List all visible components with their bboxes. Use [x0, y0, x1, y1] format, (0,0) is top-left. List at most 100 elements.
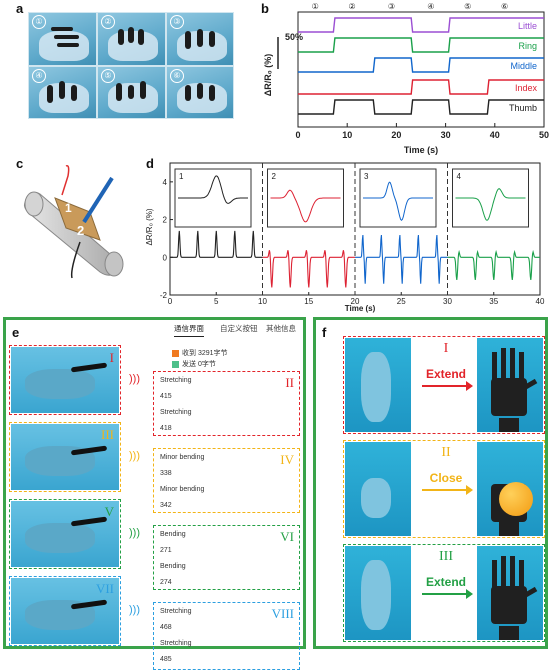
inset-trace-2: [270, 189, 341, 223]
roman-numeral: VI: [280, 529, 294, 544]
red-wire: [61, 164, 70, 196]
tab-custom-buttons[interactable]: 自定义按钮: [220, 324, 258, 333]
roman-numeral: II: [441, 445, 451, 460]
glove-photo: [11, 501, 119, 567]
tile-number: ⑥: [170, 69, 184, 83]
series-line-ring: [298, 37, 544, 53]
message-line: Stretching: [160, 377, 192, 384]
robot-hand-photo: [477, 338, 543, 432]
b-y-axis-label: ΔR/R₀ (%): [263, 54, 273, 97]
inset-trace-1: [178, 175, 248, 204]
b-x-axis-label: Time (s): [404, 145, 438, 155]
step-marker: ⑤: [464, 2, 471, 11]
panel-f: I Extend II Close: [313, 317, 548, 649]
series-label-thumb: Thumb: [509, 103, 537, 113]
series-line-middle: [298, 57, 544, 73]
series-label-middle: Middle: [510, 61, 537, 71]
panel-e: 通信界面 自定义按钮 其他信息 收到 3291字节 发送 0字节 I)))Str…: [3, 317, 306, 670]
panel-label-c: c: [16, 156, 24, 171]
message-line: 274: [160, 579, 172, 586]
message-line: Stretching: [160, 409, 192, 416]
y-tick-label: 2: [163, 216, 168, 225]
action-label: Close: [429, 471, 463, 485]
roman-numeral: V: [104, 504, 114, 519]
photo-tile-1: ①: [29, 13, 96, 65]
x-tick-label: 40: [490, 130, 500, 140]
arrow-right-icon: [466, 589, 473, 599]
tile-number: ③: [170, 15, 184, 29]
robot-hand-photo: [477, 546, 543, 640]
x-tick-label: 0: [295, 130, 300, 140]
roman-numeral: VIII: [271, 606, 294, 621]
glove-photo: [345, 546, 411, 640]
label-1: 1: [65, 201, 72, 215]
arrow-shaft: [422, 385, 468, 387]
message-line: 271: [160, 547, 172, 554]
plot-frame: [297, 11, 545, 128]
series-label-ring: Ring: [518, 41, 537, 51]
glove-photo: [11, 347, 119, 413]
roman-numeral: II: [285, 375, 294, 390]
inset-label: 4: [457, 172, 462, 181]
panel-label-e: e: [12, 325, 20, 340]
control-row-2: II Close: [343, 440, 545, 538]
glove-photo: [11, 578, 119, 644]
signal-trace-3: [355, 234, 448, 284]
tile-number: ①: [32, 15, 46, 29]
arrow-shaft: [422, 489, 468, 491]
photo-tile-6: ⑥: [167, 67, 233, 118]
wireless-signal-icon: ))): [129, 373, 140, 385]
x-tick-label: 20: [351, 297, 360, 306]
message-line: 485: [160, 656, 172, 663]
step-marker: ④: [427, 2, 434, 11]
panel-label-a: a: [16, 1, 24, 16]
message-line: 338: [160, 470, 172, 477]
tile-number: ④: [32, 69, 46, 83]
rx-counter: 收到 3291字节: [172, 348, 228, 358]
robot-hand-photo: [477, 442, 543, 536]
step-marker: ②: [349, 2, 356, 11]
panel-label-d: d: [146, 156, 154, 171]
wireless-signal-icon: ))): [129, 527, 140, 539]
roman-numeral: I: [109, 350, 114, 365]
x-tick-label: 30: [441, 130, 451, 140]
tile-number: ⑤: [101, 69, 115, 83]
step-marker: ①: [312, 2, 319, 11]
tile-number: ②: [101, 15, 115, 29]
x-tick-label: 35: [489, 297, 498, 306]
action-label: Extend: [425, 367, 466, 381]
inset-trace-3: [363, 181, 433, 222]
message-line: 342: [160, 502, 172, 509]
wireless-signal-icon: ))): [129, 450, 140, 462]
roman-numeral: I: [443, 341, 449, 356]
d-y-axis-label: ΔR/R₀ (%): [145, 208, 154, 245]
d-x-axis-label: Time (s): [345, 304, 376, 313]
panel-label-f: f: [322, 325, 327, 340]
panel-c-illustration: 1 2: [24, 164, 124, 279]
gesture-photo-3: V: [9, 499, 121, 569]
message-line: 468: [160, 624, 172, 631]
message-line: Stretching: [160, 608, 192, 615]
gesture-photo-2: III: [9, 422, 121, 492]
panel-a-photo-grid: ① ② ③ ④ ⑤ ⑥: [28, 12, 234, 119]
action-label: Extend: [425, 575, 466, 589]
photo-tile-5: ⑤: [98, 67, 165, 118]
tab-communication[interactable]: 通信界面: [174, 323, 204, 337]
arrow-right-icon: [466, 381, 473, 391]
x-tick-label: 30: [443, 297, 452, 306]
series-line-little: [298, 17, 544, 33]
roll-left: [24, 191, 44, 217]
x-tick-label: 10: [258, 297, 267, 306]
y-tick-label: 4: [163, 178, 168, 187]
label-2: 2: [77, 223, 84, 238]
arrow-right-icon: [466, 485, 473, 495]
message-line: 415: [160, 393, 172, 400]
scale-bar-label: 50%: [285, 32, 303, 42]
roman-numeral: VII: [95, 581, 114, 596]
tab-other-info[interactable]: 其他信息: [266, 324, 296, 333]
